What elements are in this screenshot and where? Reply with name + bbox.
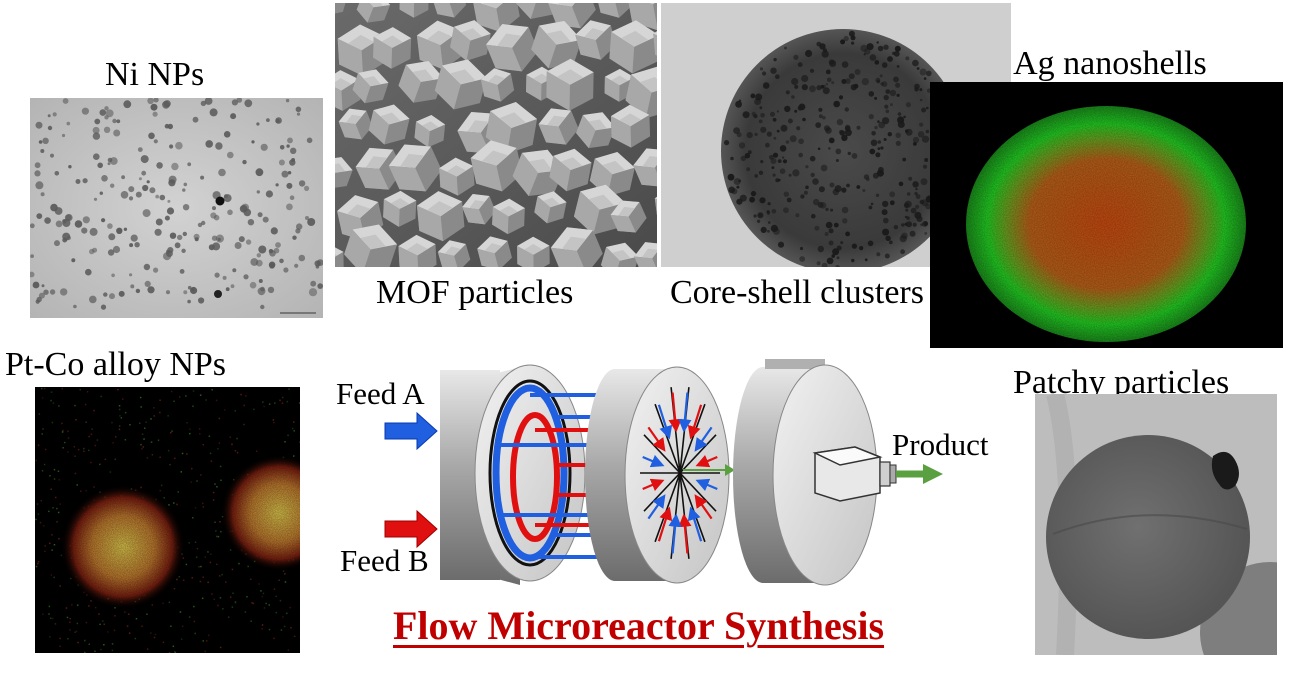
- product-label: Product: [892, 427, 989, 462]
- mof-particles-micrograph: [335, 3, 657, 267]
- ni-nps-micrograph: [30, 98, 323, 318]
- label-patchy-particles: Patchy particles: [1013, 364, 1230, 401]
- au-ag-nanoshells-map: [930, 82, 1283, 348]
- pt-co-alloy-nps-map: [35, 387, 300, 653]
- label-pt-co-alloy-nps: Pt-Co alloy NPs: [5, 346, 227, 383]
- feed-b-label: Feed B: [340, 543, 429, 578]
- patchy-particles-micrograph: [1035, 394, 1277, 655]
- feed-a-label: Feed A: [336, 376, 425, 411]
- label-ni-nps: Ni NPs: [105, 56, 205, 93]
- label-mof-particles: MOF particles: [376, 274, 574, 311]
- label-core-shell-clusters: Core-shell clusters: [670, 274, 924, 311]
- flow-microreactor-diagram: [325, 345, 1015, 595]
- diagram-title: Flow Microreactor Synthesis: [393, 603, 885, 648]
